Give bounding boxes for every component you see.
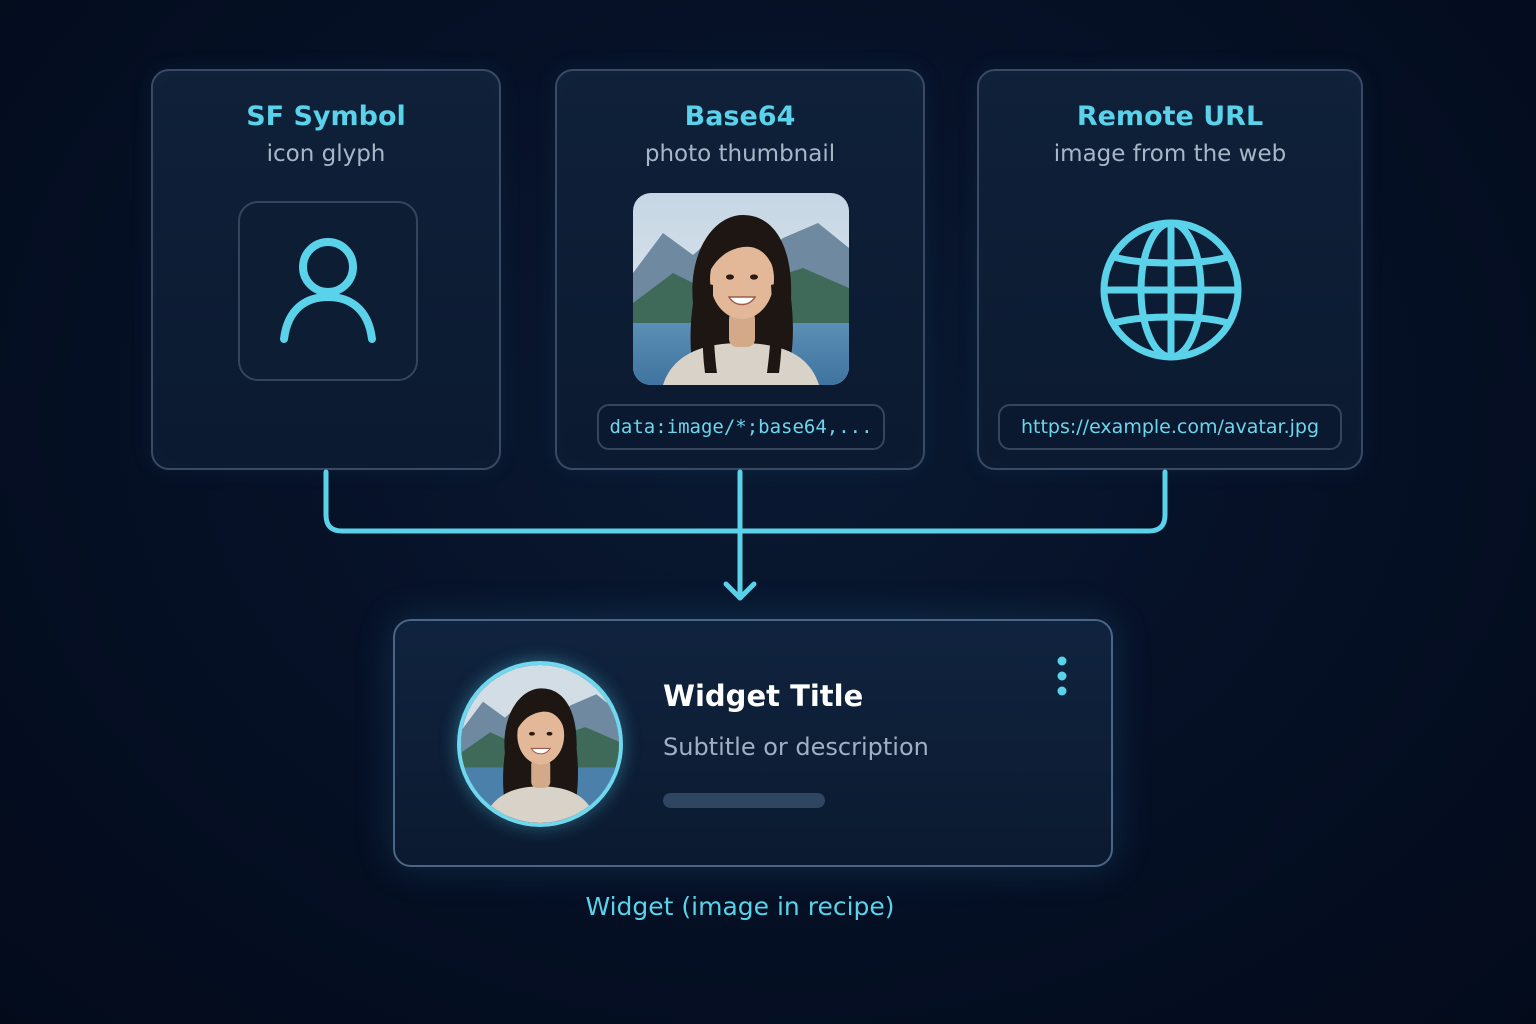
widget-subtitle: Subtitle or description [663,733,929,761]
widget-title: Widget Title [663,679,864,713]
widget-caption: Widget (image in recipe) [585,892,895,921]
icon-glyph-box [238,201,418,381]
source-card-sf-symbol: SF Symbol icon glyph [151,69,501,470]
remote-url-field: https://example.com/avatar.jpg [998,404,1342,450]
card-title: Remote URL [1076,101,1264,132]
placeholder-bar [663,793,825,808]
source-card-remote-url: Remote URL image from the web https://ex… [977,69,1363,470]
card-subtitle: image from the web [1053,141,1287,167]
more-vertical-icon[interactable] [1055,655,1069,697]
card-subtitle: photo thumbnail [644,141,836,167]
base64-value-field: data:image/*;base64,... [597,404,885,450]
source-card-base64: Base64 photo thumbnail [555,69,925,470]
card-title: Base64 [684,101,796,132]
card-title: SF Symbol [246,101,406,132]
globe-icon [1100,219,1242,361]
card-subtitle: icon glyph [266,141,386,167]
widget-card[interactable]: Widget Title Subtitle or description [393,619,1113,867]
photo-thumbnail [633,193,849,385]
avatar [457,661,623,827]
person-icon [280,238,376,343]
